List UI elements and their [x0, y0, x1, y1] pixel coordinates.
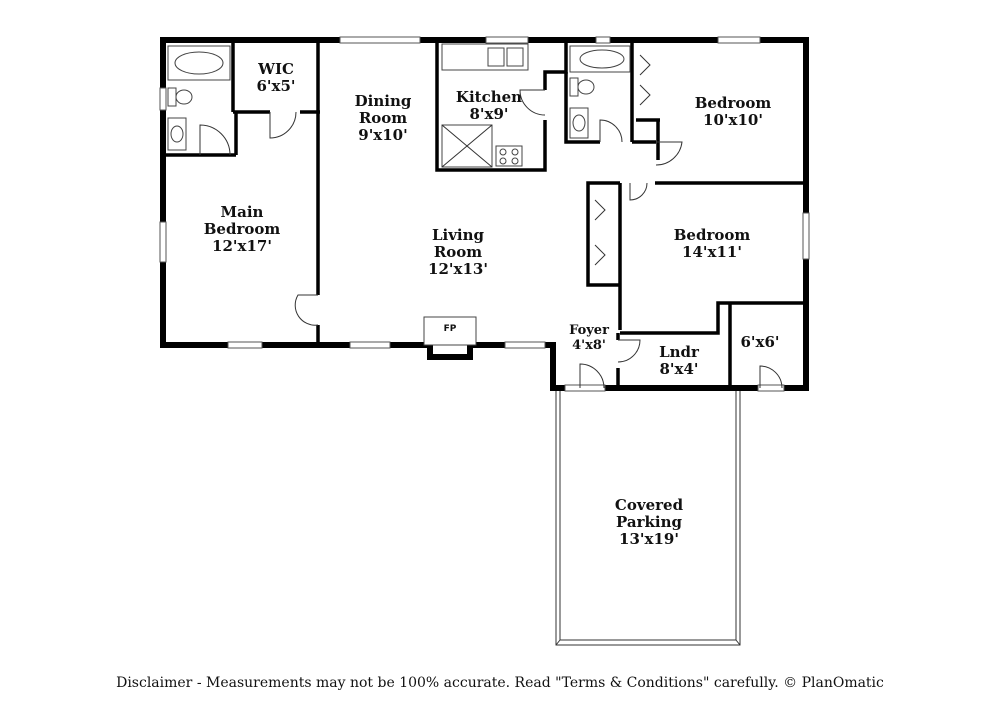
wic-size: 6'x5': [256, 77, 295, 95]
main-bedroom-size: 12'x17': [212, 237, 272, 255]
interior-walls: [163, 40, 806, 388]
storage-size: 6'x6': [740, 333, 779, 351]
dining-label-1: Dining: [355, 92, 412, 110]
bedroom-ne-label: Bedroom: [695, 94, 772, 112]
dining-size: 9'x10': [358, 126, 407, 144]
wic-label: WIC: [257, 60, 294, 78]
laundry-size: 8'x4': [659, 360, 698, 378]
kitchen-size: 8'x9': [469, 105, 508, 123]
fixtures: [167, 43, 631, 346]
living-size: 12'x13': [428, 260, 488, 278]
laundry-label: Lndr: [659, 343, 700, 361]
main-bedroom-label-1: Main: [221, 203, 264, 221]
dining-label-2: Room: [359, 109, 407, 127]
bedroom-mid-size: 14'x11': [682, 243, 742, 261]
parking-size: 13'x19': [619, 530, 679, 548]
bedroom-mid-label: Bedroom: [674, 226, 751, 244]
living-label-2: Room: [434, 243, 482, 261]
bedroom-ne-size: 10'x10': [703, 111, 763, 129]
windows: [159, 36, 810, 392]
doors: [199, 54, 783, 389]
foyer-size: 4'x8': [572, 338, 606, 353]
covered-parking-outline: [555, 385, 741, 646]
fireplace-label: FP: [444, 324, 457, 334]
foyer-label: Foyer: [569, 323, 609, 338]
parking-label-2: Parking: [616, 513, 682, 531]
living-label-1: Living: [432, 226, 485, 244]
kitchen-label: Kitchen: [456, 88, 522, 106]
room-labels: WIC 6'x5' Dining Room 9'x10' Kitchen 8'x…: [204, 60, 780, 548]
main-bedroom-label-2: Bedroom: [204, 220, 281, 238]
disclaimer-text: Disclaimer - Measurements may not be 100…: [116, 675, 884, 691]
parking-label-1: Covered: [615, 496, 684, 514]
